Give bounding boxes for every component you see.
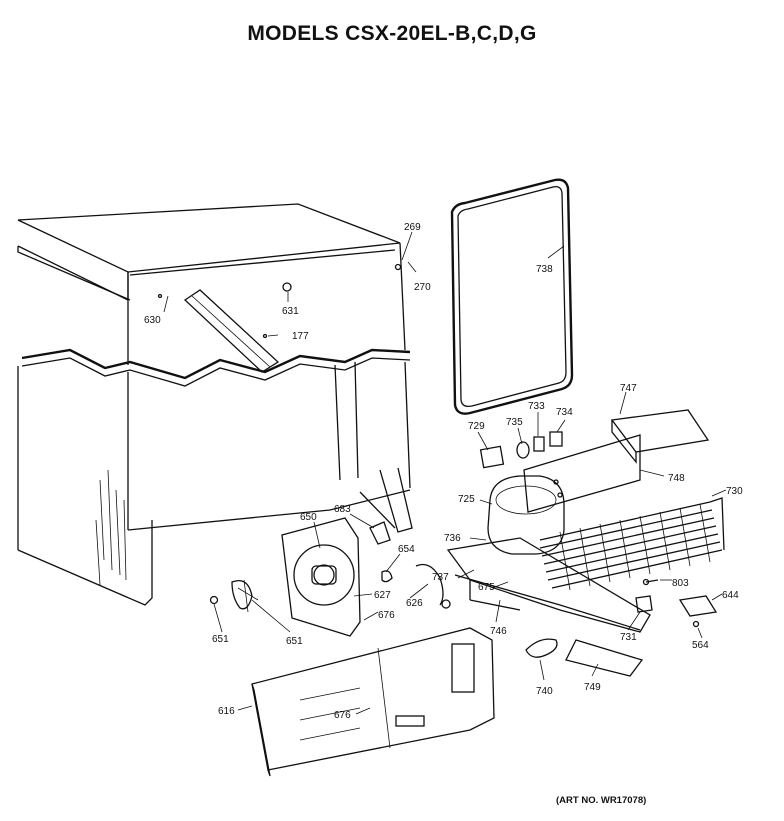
diagram-title: MODELS CSX-20EL-B,C,D,G <box>247 22 537 45</box>
gasket-drawing <box>450 178 574 415</box>
leader-lines <box>163 231 727 715</box>
part-803-label: 803 <box>672 578 689 589</box>
part-736-label: 736 <box>444 533 461 544</box>
condenser-drawing <box>539 497 725 591</box>
part-746-label: 746 <box>490 626 507 637</box>
part-651-nut-label: 651 <box>212 634 229 645</box>
part-270-label: 270 <box>414 282 431 293</box>
part-729-label: 729 <box>468 421 485 432</box>
part-738-label: 738 <box>536 264 553 275</box>
part-626-label: 626 <box>406 598 423 609</box>
part-177-label: 177 <box>292 331 309 342</box>
fan-assembly-drawing <box>209 517 451 637</box>
part-676-lower-label: 676 <box>334 710 351 721</box>
cabinet-drawing <box>17 203 413 606</box>
part-683-label: 683 <box>334 504 351 515</box>
part-740-label: 740 <box>536 686 553 697</box>
part-731-label: 731 <box>620 632 637 643</box>
part-675-label: 675 <box>478 582 495 593</box>
part-676-label: 676 <box>378 610 395 621</box>
part-749-label: 749 <box>584 682 601 693</box>
part-734-label: 734 <box>556 407 573 418</box>
part-269-label: 269 <box>404 222 421 233</box>
access-cover-drawing <box>251 627 495 777</box>
part-616-label: 616 <box>218 706 235 717</box>
compressor-drawing <box>487 475 565 555</box>
small-parts-drawing <box>525 578 718 677</box>
part-631-label: 631 <box>282 306 299 317</box>
part-747-label: 747 <box>620 383 637 394</box>
base-drawing <box>446 537 651 633</box>
part-627-label: 627 <box>374 590 391 601</box>
part-651-blade-label: 651 <box>286 636 303 647</box>
part-564-label: 564 <box>692 640 709 651</box>
tray-shield-drawing <box>523 409 710 513</box>
part-735-label: 735 <box>506 417 523 428</box>
relay-parts-drawing <box>479 431 563 469</box>
art-number: (ART NO. WR17078) <box>556 795 647 806</box>
part-748-label: 748 <box>668 473 685 484</box>
part-644-label: 644 <box>722 590 739 601</box>
part-725-label: 725 <box>458 494 475 505</box>
part-737-label: 737 <box>432 572 449 583</box>
part-733-label: 733 <box>528 401 545 412</box>
part-730-label: 730 <box>726 486 743 497</box>
part-630-label: 630 <box>144 315 161 326</box>
part-654-label: 654 <box>398 544 415 555</box>
part-labels: 269 270 630 631 177 738 747 729 735 733 … <box>144 222 743 721</box>
part-650-label: 650 <box>300 512 317 523</box>
